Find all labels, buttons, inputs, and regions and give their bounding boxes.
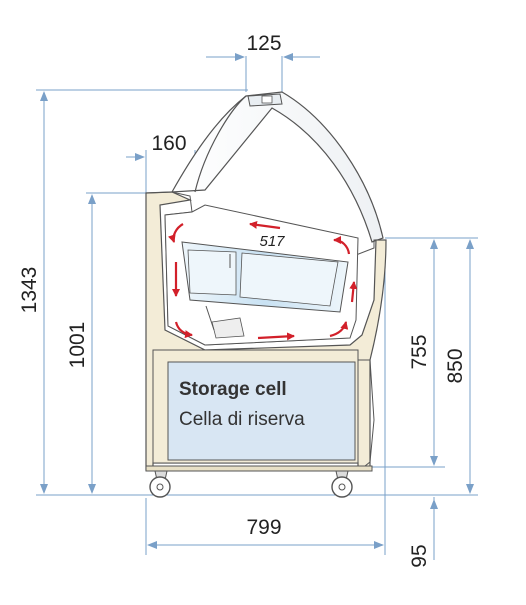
- airflow-arrows: [167, 220, 358, 341]
- dimension-lines: [40, 53, 474, 560]
- extension-lines: [36, 56, 478, 555]
- top-offset-label: 125: [246, 32, 281, 55]
- display-cabinet: [145, 91, 387, 472]
- storage-cell-subtitle: Cella di riserva: [179, 409, 305, 430]
- storage-cell-title: Storage cell: [179, 379, 287, 400]
- front-caster-left: [149, 470, 171, 498]
- total-height-label: 1343: [18, 267, 41, 314]
- storage-cell-panel: [167, 361, 356, 461]
- basin-width-label: 517: [259, 233, 285, 250]
- front-height-755-label: 755: [408, 334, 431, 369]
- depth-label: 799: [246, 516, 281, 539]
- wheel-height-label: 95: [408, 544, 431, 567]
- storage-cell-labels: Storage cell Cella di riserva: [179, 379, 305, 430]
- glass-canopy: [170, 91, 384, 243]
- dimension-labels: 125 160 1343 1001 755 850 799 95 517: [18, 32, 467, 568]
- step-depth-label: 160: [151, 132, 186, 155]
- front-caster-right: [331, 470, 353, 498]
- cabinet-height-label: 1001: [66, 322, 89, 369]
- cabinet-base: [145, 465, 373, 472]
- casters: [149, 470, 353, 498]
- front-height-850-label: 850: [444, 348, 467, 383]
